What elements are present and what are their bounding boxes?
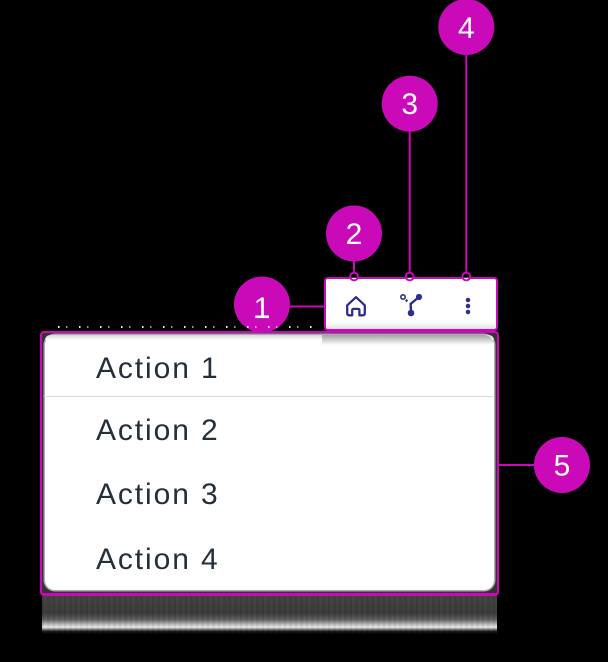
svg-text:3: 3 — [401, 88, 418, 121]
svg-text:4: 4 — [458, 12, 475, 45]
svg-text:5: 5 — [554, 450, 571, 483]
svg-text:2: 2 — [346, 218, 363, 251]
svg-text:1: 1 — [254, 292, 271, 325]
